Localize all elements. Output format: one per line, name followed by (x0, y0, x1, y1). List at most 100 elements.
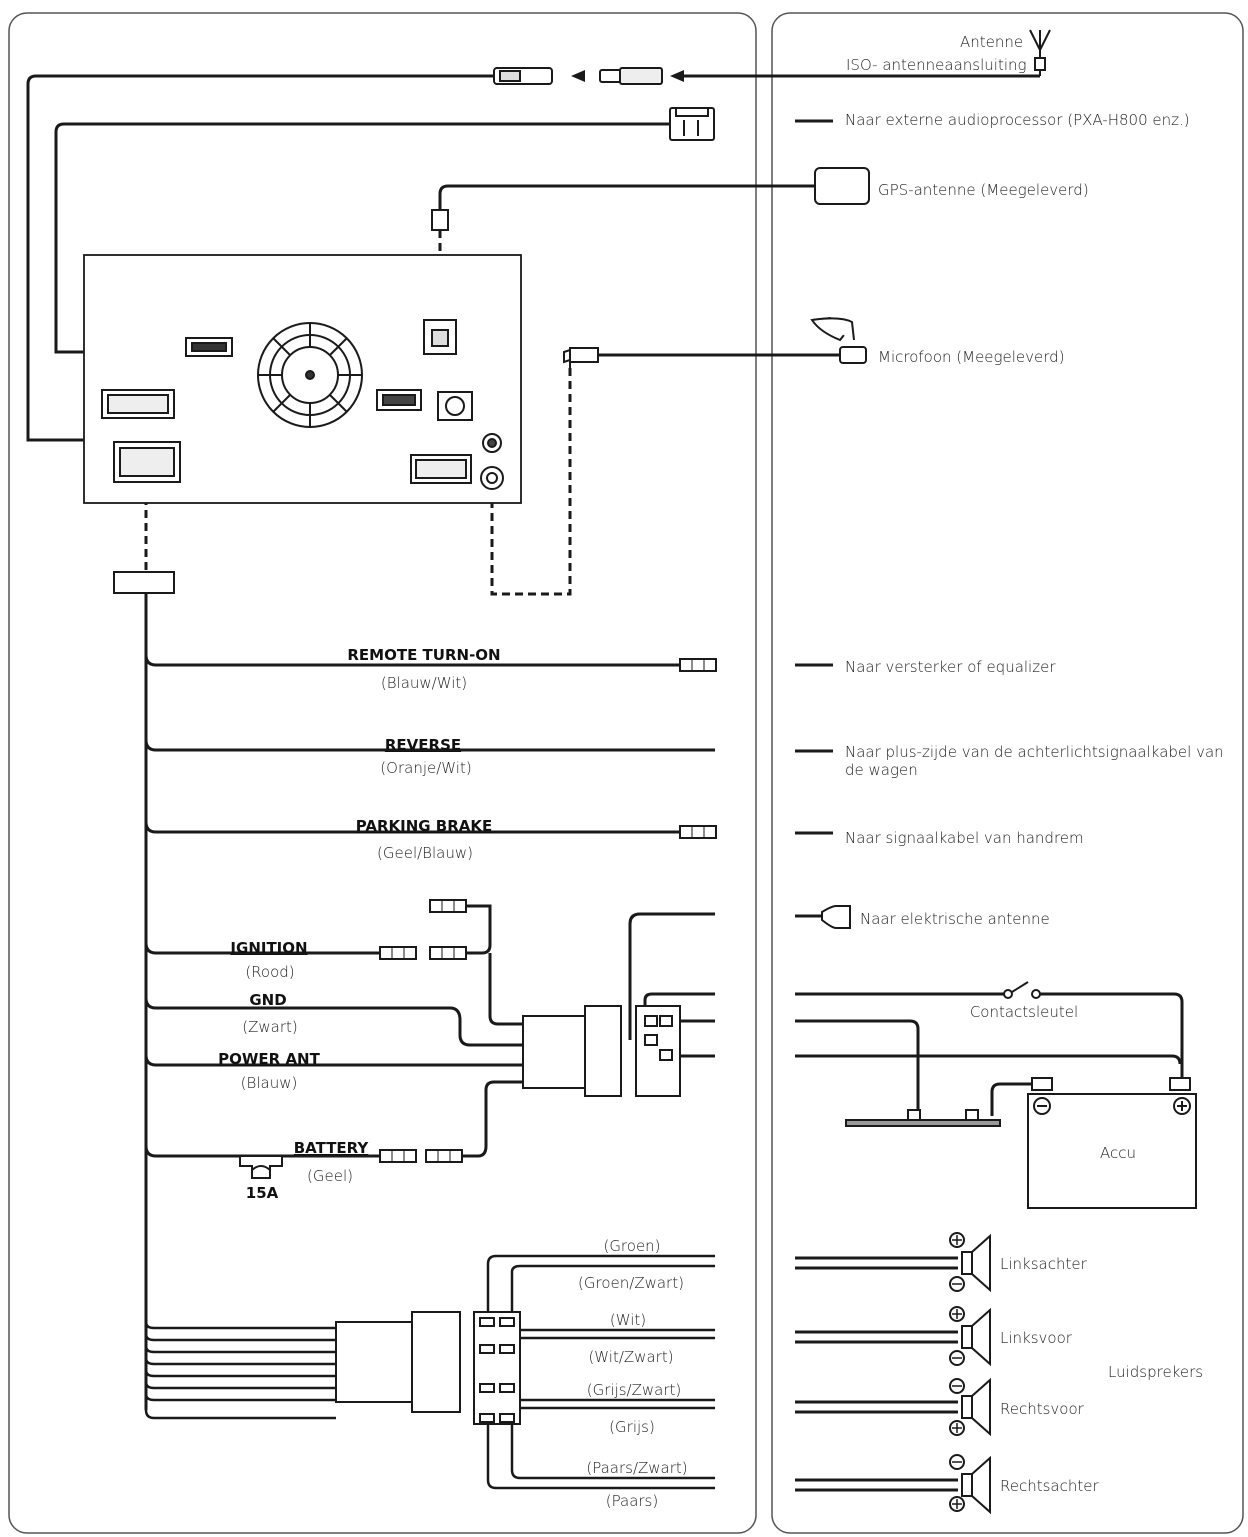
spk-wire-8 (486, 1420, 715, 1490)
iso-out-1 (628, 912, 715, 1040)
speaker-icon-2 (961, 1307, 991, 1367)
gnd-wire (144, 997, 523, 1047)
iso-antenna-label: ISO- antenneaansluiting (846, 56, 1027, 74)
ignition-connector-c (429, 899, 467, 913)
speaker-left-rear: Linksachter (1000, 1255, 1087, 1273)
ignition-wire-name: IGNITION (230, 939, 308, 957)
speaker-socket (473, 1311, 521, 1425)
gnd-wire-name: GND (249, 991, 287, 1009)
power-antenna-dest-label: Naar elektrische antenne (860, 910, 1050, 928)
antenna-symbol (1029, 29, 1051, 76)
microphone-symbol (810, 316, 867, 364)
mic-plug (563, 347, 599, 368)
iso-socket (635, 1005, 681, 1097)
battery-wire (144, 1145, 380, 1158)
speaker-right-rear: Rechtsachter (1000, 1477, 1099, 1495)
ignition-connector-a (379, 946, 417, 960)
ignition-connector-b (429, 946, 467, 960)
reverse-wire (144, 739, 715, 752)
remote-wire-name: REMOTE TURN-ON (347, 646, 501, 664)
spk-wire-label-4: (Wit/Zwart) (588, 1348, 674, 1366)
remote-connector (679, 658, 717, 672)
speakers-group-label: Luidsprekers (1108, 1363, 1204, 1381)
gnd-wire-color: (Zwart) (242, 1018, 298, 1036)
remote-wire-color: (Blauw/Wit) (380, 674, 468, 692)
key-wire (795, 992, 1184, 1078)
spk-wire-label-5: (Grijs/Zwart) (586, 1381, 682, 1399)
battery-pos-wire (795, 1054, 1182, 1065)
spk-wire-2 (510, 1264, 715, 1318)
battery-link (462, 1080, 523, 1158)
speaker-line-4 (795, 1478, 958, 1492)
iso-out-2 (643, 992, 715, 1020)
left-panel (8, 12, 757, 1534)
spk-wire-1 (486, 1254, 715, 1318)
antenna-arrow-2 (670, 70, 684, 82)
cooling-fan (257, 322, 363, 428)
spk-wire-label-1: (Groen) (603, 1237, 661, 1255)
audio-processor-label: Naar externe audioprocessor (PXA-H800 en… (845, 111, 1190, 129)
gps-plug (431, 209, 449, 231)
battery-connector-b (425, 1149, 463, 1163)
reverse-dest-label: Naar plus-zijde van de achterlichtsignaa… (845, 743, 1224, 779)
spk-wire-label-7: (Paars/Zwart) (586, 1459, 688, 1477)
parking-wire-color: (Geel/Blauw) (377, 844, 473, 862)
spk-wire-4 (510, 1336, 715, 1346)
antenna-arrow-1 (571, 70, 585, 82)
speaker-right-front: Rechtsvoor (1000, 1400, 1084, 1418)
speaker-line-2 (795, 1330, 958, 1344)
speaker-line-3 (795, 1400, 958, 1414)
parking-wire-name: PARKING BRAKE (355, 817, 493, 835)
battery-wire-color: (Geel) (307, 1167, 353, 1185)
mic-dashed-link (490, 368, 572, 596)
speaker-icon-4 (961, 1455, 991, 1515)
ignition-key-label: Contactsleutel (969, 1003, 1079, 1021)
speaker-icon-1 (961, 1233, 991, 1293)
audio-processor-cable (54, 122, 670, 354)
gps-cable (438, 184, 815, 210)
speaker-line-1 (795, 1256, 958, 1270)
amplifier-label: Naar versterker of equalizer (845, 658, 1056, 676)
spk-wire-label-3: (Wit) (609, 1311, 647, 1329)
right-panel (771, 12, 1244, 1534)
speaker-icon-3 (961, 1377, 991, 1437)
fuse-rating: 15A (245, 1184, 279, 1202)
battery-connector-a (379, 1149, 417, 1163)
spk-wire-label-6: (Grijs) (609, 1418, 655, 1436)
spk-wire-label-2: (Groen/Zwart) (578, 1274, 684, 1292)
spk-wire-label-8: (Paars) (605, 1492, 659, 1510)
powerant-wire-color: (Blauw) (240, 1074, 298, 1092)
ignition-wire-color: (Rood) (245, 963, 295, 981)
reverse-wire-color: (Oranje/Wit) (380, 759, 472, 777)
spk-wire-7 (510, 1420, 715, 1480)
spk-wire-6 (510, 1406, 715, 1411)
power-antenna-plug (821, 905, 851, 929)
speaker-left-front: Linksvoor (1000, 1329, 1072, 1347)
microphone-label: Microfoon (Meegeleverd) (878, 348, 1065, 366)
antenna-label: Antenne (960, 33, 1024, 51)
speaker-plug (335, 1321, 413, 1403)
reverse-wire-name: REVERSE (384, 736, 462, 754)
powerant-wire (144, 1054, 523, 1067)
main-harness-plug (113, 571, 175, 594)
battery-wire-name: BATTERY (293, 1139, 369, 1157)
chassis-ground (845, 1119, 1001, 1127)
ground-chassis-link (990, 1082, 1040, 1116)
battery-body (1027, 1093, 1197, 1209)
antenna-cable (26, 74, 494, 442)
ignition-wire (144, 942, 380, 955)
gps-antenna-label: GPS-antenne (Meegeleverd) (878, 181, 1089, 199)
remote-wire (144, 654, 680, 667)
ignition-key-switch (1011, 981, 1029, 993)
ground-wire (795, 1019, 920, 1116)
battery-body-label: Accu (1100, 1144, 1136, 1162)
parking-wire (144, 821, 680, 834)
parking-connector (679, 825, 717, 839)
gps-antenna-box (814, 167, 870, 205)
powerant-wire-name: POWER ANT (218, 1050, 320, 1068)
parking-dest-label: Naar signaalkabel van handrem (845, 829, 1084, 847)
ignition-link-2 (488, 953, 523, 1026)
ignition-link (466, 904, 492, 955)
